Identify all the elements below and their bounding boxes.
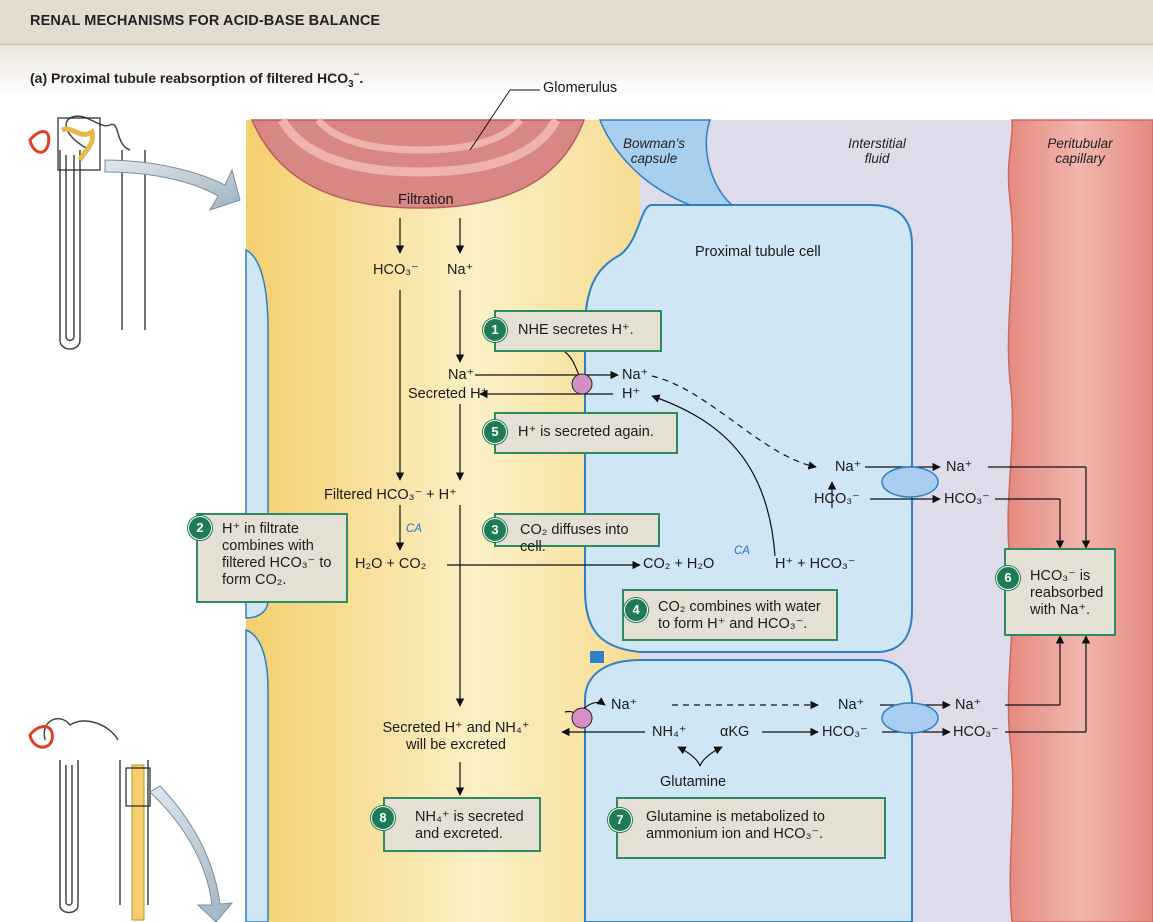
nephron-thumbnail-upper	[30, 116, 145, 349]
label-hco3-lower-cell: HCO₃⁻	[822, 724, 868, 741]
na-hco3-cotransporter-lower	[882, 703, 938, 733]
label-filtered-hco3-h: Filtered HCO₃⁻ + H⁺	[324, 487, 457, 504]
label-na-filtered: Na⁺	[447, 262, 473, 279]
collecting-duct-highlight	[132, 765, 144, 920]
label-na-interstitial: Na⁺	[946, 459, 972, 476]
nhe-transporter-lower	[572, 708, 592, 728]
label-akg: αKG	[720, 724, 749, 741]
label-bowmans-capsule: Bowman’s capsule	[614, 136, 694, 166]
label-h-in-cell: H⁺	[622, 386, 640, 403]
label-co2-h2o: CO₂ + H₂O	[643, 556, 714, 573]
label-glomerulus: Glomerulus	[543, 80, 617, 97]
label-glutamine: Glutamine	[660, 774, 726, 791]
na-hco3-cotransporter	[882, 467, 938, 497]
step-6-box: HCO₃⁻ is reabsorbed with Na⁺.	[1004, 548, 1116, 636]
step-2-box: H⁺ in filtrate combines with filtered HC…	[196, 513, 348, 603]
tight-junction	[590, 651, 604, 663]
label-hco3-basal: HCO₃⁻	[814, 491, 860, 508]
step-6-badge: 6	[996, 566, 1020, 590]
label-na-interstitial-lower: Na⁺	[955, 697, 981, 714]
step-7-text: Glutamine is metabolized to ammonium ion…	[646, 809, 825, 842]
step-4-box: CO₂ combines with water to form H⁺ and H…	[622, 589, 838, 641]
label-hco3-filtered: HCO₃⁻	[373, 262, 419, 279]
step-5-text: H⁺ is secreted again.	[518, 424, 654, 440]
label-ca-cell: CA	[734, 545, 750, 557]
step-4-badge: 4	[624, 598, 648, 622]
step-1-box: NHE secretes H⁺.	[494, 310, 662, 352]
step-3-badge: 3	[483, 518, 507, 542]
step-1-badge: 1	[483, 318, 507, 342]
step-8-box: NH₄⁺ is secreted and excreted.	[383, 797, 541, 852]
step-7-box: Glutamine is metabolized to ammonium ion…	[616, 797, 886, 859]
label-secreted-h: Secreted H⁺	[408, 386, 488, 403]
label-proximal-tubule-cell: Proximal tubule cell	[695, 244, 821, 261]
label-h2o-co2: H₂O + CO₂	[355, 556, 426, 573]
left-cell-lower	[246, 630, 268, 922]
step-5-badge: 5	[483, 420, 507, 444]
label-filtration: Filtration	[398, 192, 454, 209]
step-5-box: H⁺ is secreted again.	[494, 412, 678, 454]
label-na-basal: Na⁺	[835, 459, 861, 476]
step-1-text: NHE secretes H⁺.	[518, 322, 634, 338]
zoom-arrow-upper	[105, 160, 240, 210]
label-na-lumen: Na⁺	[448, 367, 474, 384]
label-secreted-excreted: Secreted H⁺ and NH₄⁺ will be excreted	[372, 720, 540, 754]
step-6-text: HCO₃⁻ is reabsorbed with Na⁺.	[1030, 568, 1103, 618]
label-na-lower-cell: Na⁺	[838, 697, 864, 714]
label-interstitial-fluid: Interstitial fluid	[838, 136, 916, 166]
step-8-badge: 8	[371, 806, 395, 830]
step-2-text: H⁺ in filtrate combines with filtered HC…	[222, 521, 331, 588]
label-peritubular-capillary: Peritubular capillary	[1030, 136, 1130, 166]
step-2-badge: 2	[188, 516, 212, 540]
capillary-zone	[1008, 120, 1153, 922]
nephron-thumbnail-lower	[30, 719, 148, 913]
label-nh4-lower: NH₄⁺	[652, 724, 687, 741]
label-na-in-cell: Na⁺	[622, 367, 648, 384]
label-ca-lumen: CA	[406, 523, 422, 535]
step-8-text: NH₄⁺ is secreted and excreted.	[415, 809, 524, 842]
step-4-text: CO₂ combines with water to form H⁺ and H…	[658, 599, 821, 632]
step-3-box: CO₂ diffuses into cell.	[494, 513, 660, 547]
step-7-badge: 7	[608, 808, 632, 832]
label-na-lower-lumen: Na⁺	[611, 697, 637, 714]
label-hco3-interstitial-lower: HCO₃⁻	[953, 724, 999, 741]
label-h-hco3: H⁺ + HCO₃⁻	[775, 556, 855, 573]
nhe-transporter	[572, 374, 592, 394]
zoom-arrow-lower	[150, 786, 232, 922]
label-hco3-interstitial: HCO₃⁻	[944, 491, 990, 508]
